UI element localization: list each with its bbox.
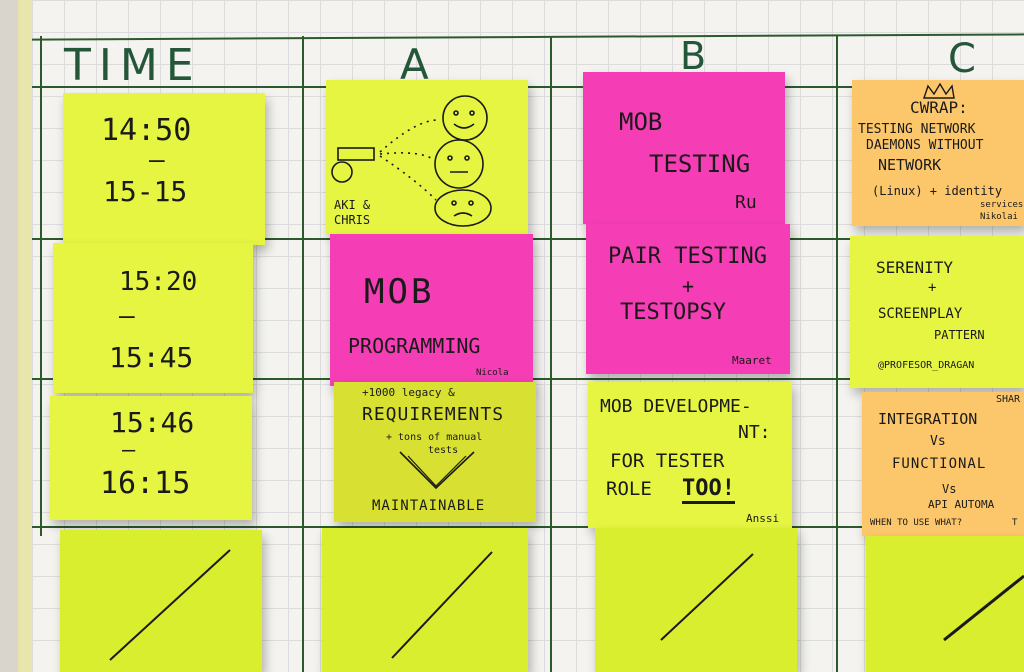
- header-track-c: C: [948, 36, 984, 82]
- talk-line-1: CWRAP:: [910, 98, 968, 117]
- emphasis-word: TOO!: [682, 476, 735, 504]
- speaker-handle: @PROFESOR_DRAGAN: [878, 360, 975, 371]
- vs-label: Vs: [942, 482, 957, 496]
- signature: Ru: [735, 192, 757, 213]
- talk-title-line-1: PAIR TESTING: [608, 244, 767, 269]
- track-a-talk-1: AKI & CHRIS: [326, 80, 528, 234]
- talk-line-1: +1000 legacy &: [362, 386, 455, 399]
- time-slot-start: 15:20: [119, 267, 198, 297]
- track-b-talk-3: MOB DEVELOPME- NT: FOR TESTER ROLE TOO! …: [588, 382, 792, 528]
- talk-footer-2: T: [1012, 518, 1018, 528]
- track-a-talk-3: +1000 legacy & REQUIREMENTS + tons of ma…: [334, 382, 536, 522]
- signature: Anssi: [746, 512, 780, 525]
- talk-line-1: MOB DEVELOPME-: [600, 396, 752, 417]
- talk-line-4: NETWORK: [878, 156, 942, 174]
- talk-title-line-1: MOB: [364, 272, 435, 312]
- talk-title-line-1: MOB: [619, 108, 663, 136]
- track-b-talk-1: MOB TESTING Ru: [583, 72, 785, 224]
- dash: —: [149, 145, 165, 175]
- time-slot-end: 15-15: [103, 175, 188, 208]
- track-c-talk-1: CWRAP: TESTING NETWORK DAEMONS WITHOUT N…: [852, 80, 1024, 226]
- vs-label: Vs: [930, 434, 946, 449]
- talk-line-2: TESTING NETWORK: [858, 122, 976, 137]
- talk-title-line-2: TESTING: [649, 150, 751, 178]
- plus-sign: +: [682, 274, 695, 298]
- track-c-talk-2: SERENITY + SCREENPLAY PATTERN @PROFESOR_…: [850, 236, 1024, 388]
- time-slot-start: 15:46: [110, 406, 195, 439]
- empty-slot-track-b: [595, 528, 797, 672]
- grid-line-col0: [40, 36, 42, 536]
- grid-line-col1: [302, 36, 304, 672]
- empty-slot-time: [60, 530, 262, 672]
- dash: —: [119, 301, 135, 331]
- talk-footer: WHEN TO USE WHAT?: [870, 518, 963, 528]
- empty-slot-track-a: [322, 528, 528, 672]
- talk-line-2: FUNCTIONAL: [892, 456, 987, 472]
- time-slot-1: 14:50 — 15-15: [63, 93, 265, 245]
- time-slot-start: 14:50: [101, 113, 192, 148]
- cannon-faces-doodle: [331, 95, 492, 227]
- talk-line-3: DAEMONS WITHOUT: [866, 138, 984, 153]
- masking-tape: [18, 0, 32, 672]
- track-a-talk-2: MOB PROGRAMMING Nicola: [330, 234, 533, 386]
- talk-line-6: services,: [980, 200, 1024, 210]
- talk-line-3: PATTERN: [934, 328, 985, 342]
- talk-line-1: SERENITY: [876, 258, 954, 277]
- talk-note-1: + tons of manual: [386, 432, 483, 443]
- strike-line: [391, 551, 493, 659]
- talk-line-2: SCREENPLAY: [878, 306, 963, 322]
- strike-line: [660, 553, 754, 641]
- grid-line-col2: [550, 36, 552, 672]
- track-c-talk-3: SHAR INTEGRATION Vs FUNCTIONAL Vs API AU…: [862, 392, 1024, 536]
- talk-footer: MAINTAINABLE: [372, 498, 486, 514]
- talk-line-3: API AUTOMA: [928, 498, 995, 511]
- talk-note-2: tests: [428, 445, 459, 456]
- strike-line: [943, 574, 1024, 642]
- time-slot-end: 15:45: [109, 341, 194, 374]
- dash: —: [122, 438, 136, 463]
- time-slot-3: 15:46 — 16:15: [50, 396, 252, 520]
- talk-line-1: INTEGRATION: [878, 410, 978, 428]
- signature: Maaret: [732, 354, 772, 367]
- grid-line-row3: [32, 526, 1024, 528]
- header-track-b: B: [680, 34, 715, 78]
- talk-title: REQUIREMENTS: [362, 404, 505, 425]
- speakers-label: AKI & CHRIS: [334, 198, 371, 227]
- wall-edge: [0, 0, 22, 672]
- time-slot-2: 15:20 — 15:45: [53, 243, 253, 393]
- signature: Nicola: [476, 368, 509, 378]
- talk-title-line-2: PROGRAMMING: [348, 334, 481, 358]
- grid-line-header: [32, 86, 1024, 88]
- talk-title-line-2: TESTOPSY: [620, 300, 726, 325]
- grid-line-col3: [836, 36, 838, 672]
- corner-text: SHAR: [996, 394, 1021, 405]
- arrow-doodle: [399, 451, 475, 490]
- talk-line-4: ROLE: [606, 478, 652, 500]
- talk-line-2: NT:: [738, 422, 771, 443]
- plus-sign: +: [928, 280, 937, 296]
- signature: Nikolai: [980, 212, 1018, 222]
- talk-line-3: FOR TESTER: [610, 450, 725, 472]
- strike-line: [109, 549, 231, 661]
- time-slot-end: 16:15: [100, 466, 191, 501]
- track-b-talk-2: PAIR TESTING + TESTOPSY Maaret: [586, 224, 790, 374]
- header-time: TIME: [64, 40, 202, 91]
- crown-icon: [923, 82, 955, 99]
- empty-slot-track-c: [866, 536, 1024, 672]
- talk-line-5: (Linux) + identity: [872, 184, 1003, 198]
